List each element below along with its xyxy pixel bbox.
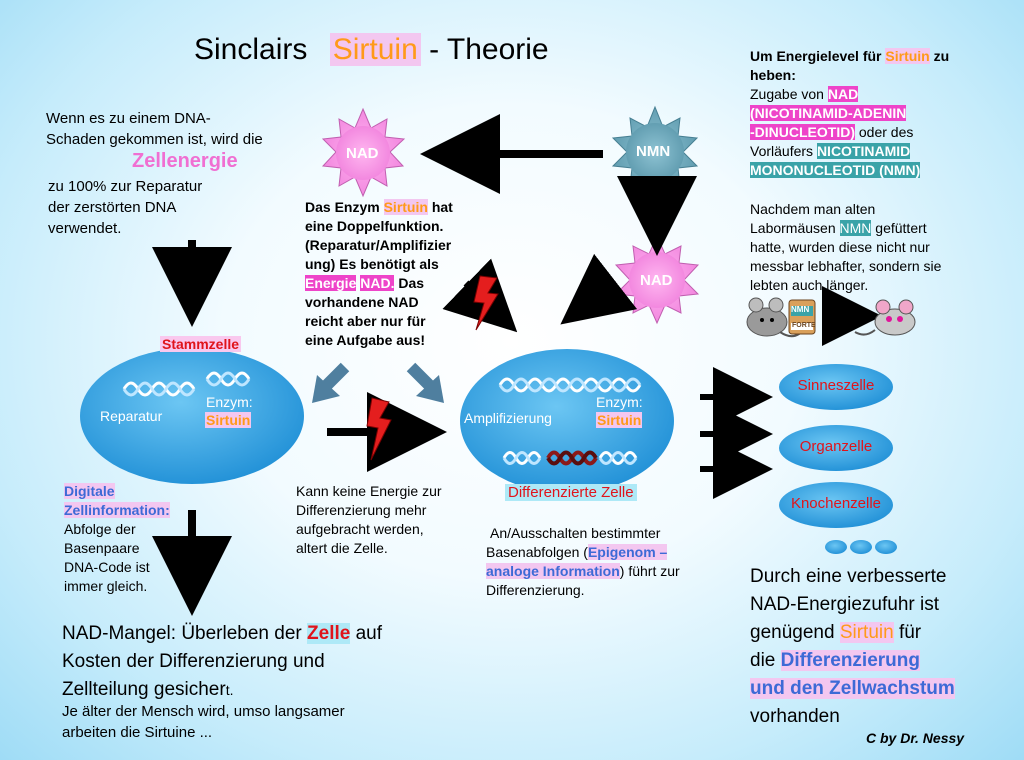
intro-text-2: zu 100% zur Reparatur der zerstörten DNA… [48,176,248,239]
epigenom-text: An/Ausschalten bestimmter Basenabfolgen … [486,525,680,598]
lightning-icon-middle [366,397,392,461]
enzyme-description: Das Enzym Sirtuin hat eine Doppelfunktio… [305,199,453,348]
aging-text: Kann keine Energie zur Differenzierung m… [296,483,442,556]
old-mouse-icon [746,297,806,338]
zelle-highlight: Zelle [307,623,351,644]
amplifizierung-label: Amplifizierung [464,410,552,426]
sinneszelle-cell [779,364,893,410]
title-part-3: - Theorie [429,33,549,66]
nmn-can-icon [788,299,816,335]
intro-line: Schaden gekommen ist, wird die [46,131,263,148]
nmn-sun-icon [611,105,699,199]
credit: C by Dr. Nessy [866,730,965,746]
organzelle-cell [779,425,893,471]
sirtuin-highlight: Sirtuin [383,199,428,215]
nad-sun-right-label: NAD [640,272,673,289]
knochenzelle-label: Knochenzelle [790,495,882,512]
young-mouse-icon [854,299,916,336]
zellenergie-highlight: Zellenergie [132,150,238,172]
intro-text: Wenn es zu einem DNA- Schaden gekommen i… [46,108,306,150]
reparatur-label: Reparatur [100,408,163,424]
intro-line: verwendet. [48,220,122,237]
nmn-sun-label: NMN [636,143,671,160]
stem-enzym-label: Enzym: [206,394,253,410]
diff-sirtuin-label: Sirtuin [596,412,643,428]
organzelle-label: Organzelle [799,438,873,455]
steel-arrows [312,362,444,403]
mice-study-text: Nachdem man alten Labormäusen NMN gefütt… [750,201,942,293]
nad-sun-left-icon [321,107,406,198]
sirtuin-highlight: Sirtuin [839,622,894,643]
nad-mangel-text: NAD-Mangel: Überleben der Zelle auf Kost… [62,623,383,700]
intro-line: zu 100% zur Reparatur [48,178,203,195]
sirtuin-highlight: Sirtuin [885,48,930,64]
nmn-can-label: NMN [791,305,810,314]
dna-helix-icon-stem [122,371,251,397]
nad-highlight: NAD. [360,275,395,291]
energy-level-box: Um Energielevel für Sirtuin zu heben: Zu… [750,48,950,178]
dna-helix-icon-diff [498,377,642,466]
digital-info-text: Digitale Zellinformation: Abfolge der Ba… [64,483,170,594]
page-title: Sinclairs Sirtuin - Theorie [194,30,549,70]
sinneszelle-label: Sinneszelle [797,377,875,394]
differentiated-cell-label: Differenzierte Zelle [505,484,637,501]
title-sirtuin: Sirtuin [329,33,421,66]
lightning-icon-top [473,275,499,331]
arrow-nad-to-cell [560,253,638,325]
diff-enzym-label: Enzym: [596,394,643,410]
energie-highlight: Energie [305,275,357,291]
stem-sirtuin-label: Sirtuin [205,412,252,428]
stem-cell-label: Stammzelle [160,336,242,352]
conclusion-text: Durch eine verbesserte NAD-Energiezufuhr… [750,566,955,727]
intro-line: Wenn es zu einem DNA- [46,110,211,127]
nad-mangel-subtext: Je älter der Mensch wird, umso langsamer… [62,703,345,741]
title-part-1: Sinclairs [194,33,308,66]
nad-sun-left-label: NAD [346,145,379,162]
more-cells-dots [825,540,897,554]
knochenzelle-cell [779,482,893,528]
intro-line: der zerstörten DNA [48,199,177,216]
nmn-can-sublabel: FORTE [792,322,816,329]
